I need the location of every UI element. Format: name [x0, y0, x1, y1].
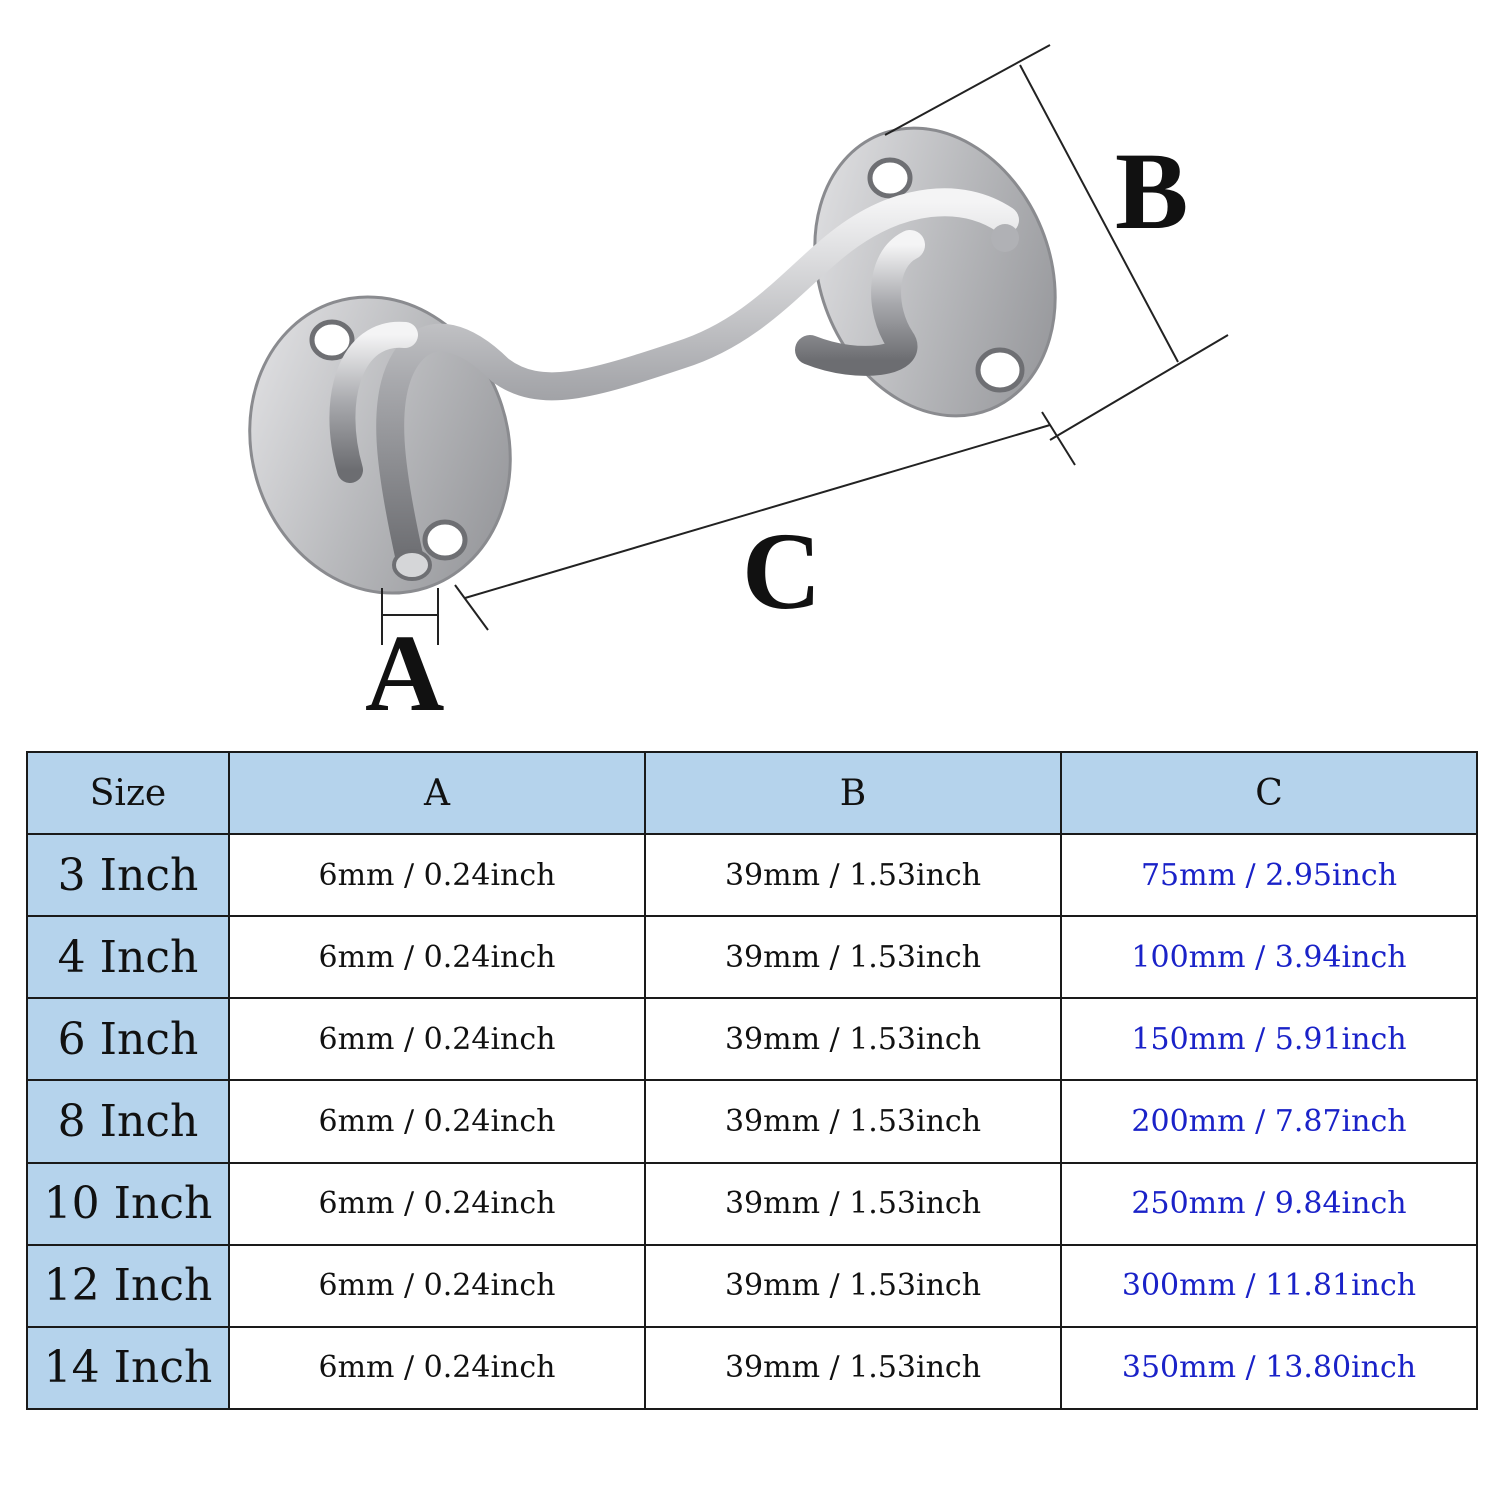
screw-hole-icon [422, 519, 468, 561]
c-cell: 300mm / 11.81inch [1060, 1243, 1478, 1328]
b-cell: 39mm / 1.53inch [644, 1079, 1062, 1164]
size-cell: 12 Inch [26, 1243, 230, 1328]
table-row: 10 Inch 6mm / 0.24inch 39mm / 1.53inch 2… [26, 1161, 1478, 1246]
c-cell: 350mm / 13.80inch [1060, 1325, 1478, 1411]
c-cell: 100mm / 3.94inch [1060, 915, 1478, 1000]
hook-latch-diagram: B C A [248, 44, 1229, 734]
dimension-c-label: C [742, 510, 821, 632]
table-header-row: Size A B C [26, 751, 1478, 835]
a-cell: 6mm / 0.24inch [228, 997, 646, 1082]
screw-hole-icon [867, 157, 913, 199]
size-cell: 8 Inch [26, 1079, 230, 1164]
b-cell: 39mm / 1.53inch [644, 997, 1062, 1082]
a-cell: 6mm / 0.24inch [228, 832, 646, 918]
a-cell: 6mm / 0.24inch [228, 915, 646, 1000]
hook-rod [329, 188, 1019, 581]
a-cell: 6mm / 0.24inch [228, 1325, 646, 1411]
a-cell: 6mm / 0.24inch [228, 1079, 646, 1164]
b-cell: 39mm / 1.53inch [644, 1325, 1062, 1411]
b-cell: 39mm / 1.53inch [644, 1161, 1062, 1246]
c-cell: 75mm / 2.95inch [1060, 832, 1478, 918]
size-cell: 10 Inch [26, 1161, 230, 1246]
dimension-b-label: B [1115, 130, 1188, 252]
size-cell: 14 Inch [26, 1325, 230, 1411]
screw-hole-icon [975, 347, 1025, 393]
a-cell: 6mm / 0.24inch [228, 1161, 646, 1246]
header-a: A [228, 751, 646, 835]
table-row: 8 Inch 6mm / 0.24inch 39mm / 1.53inch 20… [26, 1079, 1478, 1164]
header-c: C [1060, 751, 1478, 835]
a-cell: 6mm / 0.24inch [228, 1243, 646, 1328]
size-spec-table: Size A B C 3 Inch 6mm / 0.24inch 39mm / … [26, 751, 1478, 1411]
b-cell: 39mm / 1.53inch [644, 1243, 1062, 1328]
c-cell: 150mm / 5.91inch [1060, 997, 1478, 1082]
table-row: 6 Inch 6mm / 0.24inch 39mm / 1.53inch 15… [26, 997, 1478, 1082]
screw-hole-icon [309, 319, 355, 361]
header-size: Size [26, 751, 230, 835]
dimension-lines [381, 44, 1229, 645]
header-b: B [644, 751, 1062, 835]
table-row: 3 Inch 6mm / 0.24inch 39mm / 1.53inch 75… [26, 832, 1478, 918]
table-row: 12 Inch 6mm / 0.24inch 39mm / 1.53inch 3… [26, 1243, 1478, 1328]
table-row: 14 Inch 6mm / 0.24inch 39mm / 1.53inch 3… [26, 1325, 1478, 1411]
size-cell: 6 Inch [26, 997, 230, 1082]
b-cell: 39mm / 1.53inch [644, 832, 1062, 918]
size-cell: 3 Inch [26, 832, 230, 918]
dimension-a-label: A [365, 612, 444, 734]
c-cell: 250mm / 9.84inch [1060, 1161, 1478, 1246]
b-cell: 39mm / 1.53inch [644, 915, 1062, 1000]
c-cell: 200mm / 7.87inch [1060, 1079, 1478, 1164]
size-cell: 4 Inch [26, 915, 230, 1000]
table-row: 4 Inch 6mm / 0.24inch 39mm / 1.53inch 10… [26, 915, 1478, 1000]
